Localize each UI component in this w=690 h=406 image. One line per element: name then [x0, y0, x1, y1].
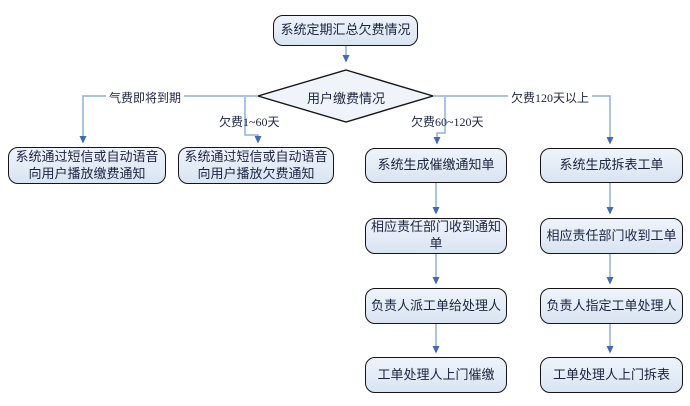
- node-sms-arrears-notice: 系统通过短信或自动语音向用户播放欠费通知: [178, 147, 334, 184]
- node-generate-reminder-notice: 系统生成催缴通知单: [365, 148, 507, 183]
- node-handler-door-remove: 工单处理人上门拆表: [540, 357, 683, 393]
- node-handler-door-collect: 工单处理人上门催缴: [365, 357, 507, 393]
- node-decision-label: 用户缴费情况: [306, 91, 385, 106]
- node-generate-meter-removal-order: 系统生成拆表工单: [540, 148, 683, 183]
- node-dept-receive-notice: 相应责任部门收到通知单: [365, 218, 507, 254]
- branch-label-due-soon: 气费即将到期: [106, 89, 185, 106]
- connector-branch-60-120: [433, 97, 446, 145]
- branch-label-arrears-over-120: 欠费120天以上: [508, 89, 593, 106]
- connector-branch-1-60: [244, 97, 262, 144]
- node-dept-receive-order: 相应责任部门收到工单: [540, 218, 683, 254]
- decision-diamond-shape: [255, 69, 436, 123]
- branch-label-arrears-60-120: 欠费60~120天: [411, 115, 484, 129]
- node-sms-payment-notice: 系统通过短信或自动语音向用户播放缴费通知: [8, 147, 166, 184]
- connector-branch-due-soon: [79, 95, 258, 144]
- node-leader-dispatch-order: 负责人派工单给处理人: [365, 288, 507, 324]
- node-start: 系统定期汇总欠费情况: [273, 15, 418, 46]
- node-leader-assign-handler: 负责人指定工单处理人: [540, 288, 683, 324]
- connector-branch-over-120: [433, 95, 614, 145]
- branch-label-arrears-1-60: 欠费1~60天: [219, 115, 280, 129]
